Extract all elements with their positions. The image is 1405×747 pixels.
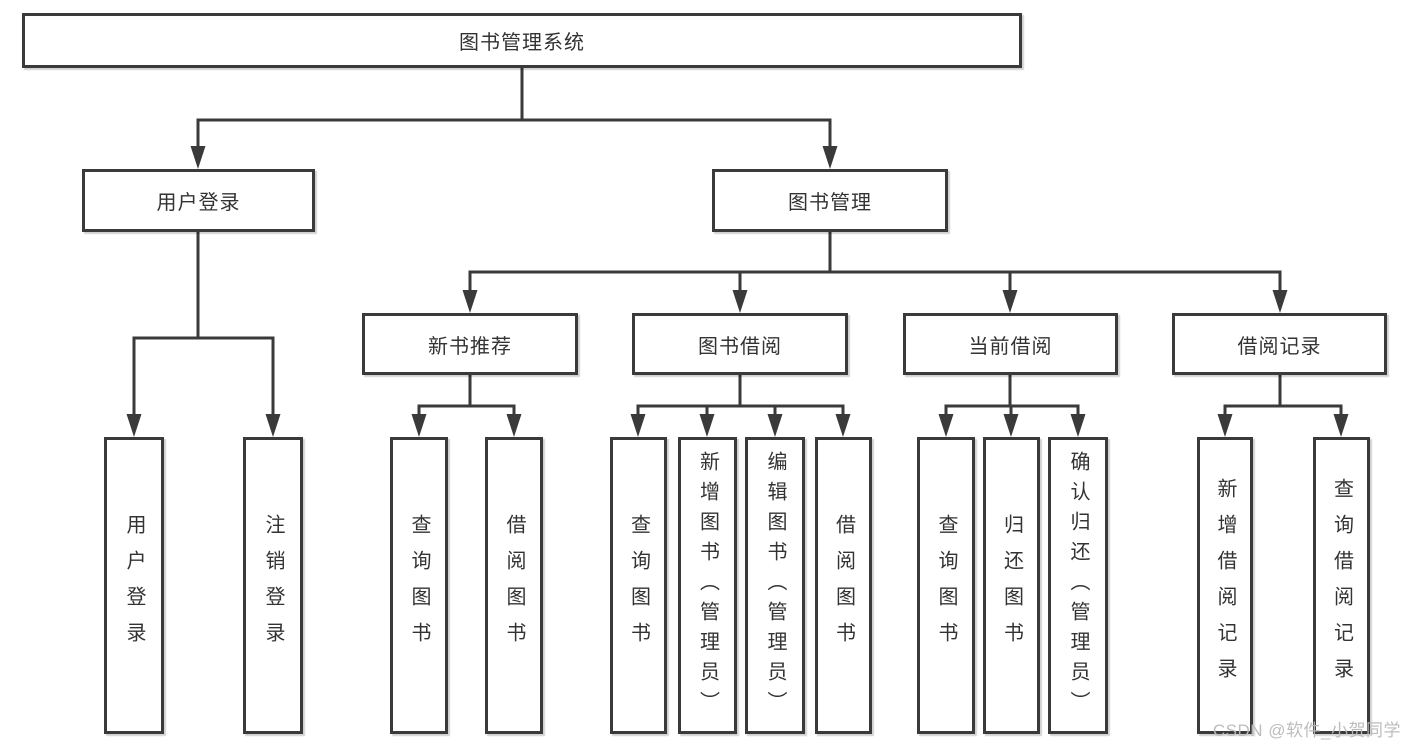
leaf-borrow-add-books-admin: 新增图书（管理员） (678, 437, 737, 734)
leaf-label: 查询图书 (408, 513, 430, 658)
leaf-current-query-books: 查询图书 (917, 437, 975, 734)
leaf-label: 确认归还（管理员） (1067, 450, 1089, 721)
leaf-label: 用户登录 (123, 513, 145, 658)
leaf-newbook-borrow-books: 借阅图书 (485, 437, 543, 734)
leaf-label: 编辑图书（管理员） (764, 450, 786, 721)
leaf-label: 查询图书 (935, 513, 957, 658)
csdn-watermark: CSDN @软件_小贺同学 (1212, 721, 1401, 740)
leaf-current-return-books: 归还图书 (983, 437, 1040, 734)
node-current-borrowing: 当前借阅 (903, 313, 1118, 375)
leaf-label: 查询借阅记录 (1330, 477, 1353, 694)
leaf-current-confirm-return-admin: 确认归还（管理员） (1048, 437, 1108, 734)
node-user-login: 用户登录 (82, 169, 315, 232)
node-book-borrowing: 图书借阅 (632, 313, 848, 375)
leaf-records-query-record: 查询借阅记录 (1313, 437, 1370, 734)
leaf-borrow-edit-books-admin: 编辑图书（管理员） (745, 437, 805, 734)
leaf-label: 查询图书 (627, 513, 650, 658)
node-new-book-recommendation: 新书推荐 (362, 313, 578, 375)
node-root: 图书管理系统 (22, 13, 1022, 68)
leaf-user-login: 用户登录 (104, 437, 164, 734)
leaf-newbook-query-books: 查询图书 (390, 437, 448, 734)
leaf-label: 借阅图书 (503, 513, 525, 658)
leaf-label: 归还图书 (1000, 513, 1023, 658)
leaf-records-add-record: 新增借阅记录 (1197, 437, 1253, 734)
node-book-management: 图书管理 (712, 169, 948, 232)
node-borrowing-records: 借阅记录 (1172, 313, 1387, 375)
leaf-label: 新增图书（管理员） (696, 450, 719, 721)
leaf-borrow-query-books: 查询图书 (610, 437, 667, 734)
leaf-label: 注销登录 (262, 513, 284, 658)
leaf-label: 借阅图书 (832, 513, 855, 658)
leaf-label: 新增借阅记录 (1214, 477, 1236, 694)
leaf-borrow-borrow-books: 借阅图书 (815, 437, 872, 734)
leaf-logout: 注销登录 (243, 437, 303, 734)
